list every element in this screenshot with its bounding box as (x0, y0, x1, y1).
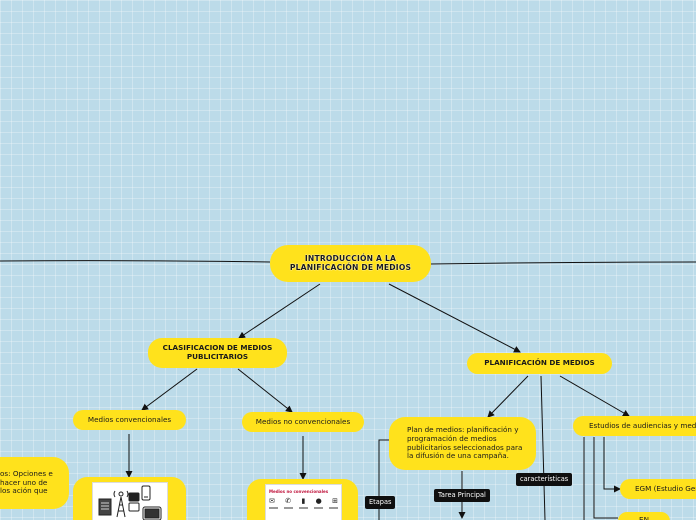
link-planificacion-plan (487, 375, 529, 418)
estudios-node-label: Estudios de audiencias y medios (589, 420, 696, 430)
link-root-clasificacion (238, 283, 321, 339)
television-icon (142, 506, 162, 520)
opciones-node-label: os: Opciones e hacer uno de los ación qu… (0, 469, 53, 496)
link-root-left (0, 260, 271, 263)
mobile-phone-icon (141, 485, 151, 501)
mail-icon: ✉ (269, 497, 275, 505)
no-convencionales-image: Medios no convencionales ✉ ✆ ▮ ● ⊞ (265, 484, 342, 520)
etapas-label: Etapas (365, 496, 396, 509)
clasificacion-node[interactable]: CLASIFICACION DE MEDIOS PUBLICITARIOS (148, 338, 287, 368)
link-clasificacion-convencionales (141, 368, 198, 411)
radio-tower-icon (113, 490, 129, 518)
link-root-right (430, 261, 696, 265)
cart-icon: ⊞ (332, 497, 338, 505)
egm-node[interactable]: EGM (Estudio General (620, 479, 696, 499)
clasificacion-node-label: CLASIFICACION DE MEDIOS PUBLICITARIOS (162, 343, 273, 361)
no-convencionales-image-title: Medios no convencionales (269, 489, 329, 494)
convencionales-illustration (98, 485, 162, 520)
estudios-node[interactable]: Estudios de audiencias y medios (573, 416, 696, 436)
planificacion-node-label: PLANIFICACIÓN DE MEDIOS (484, 358, 595, 368)
convencionales-node[interactable]: Medios convencionales (73, 410, 186, 430)
link-plan-etapas (378, 439, 389, 520)
opciones-node[interactable]: os: Opciones e hacer uno de los ación qu… (0, 457, 69, 509)
plan-de-medios-node-label: Plan de medios: planificación y programa… (407, 425, 523, 461)
no-convencionales-thumbnail[interactable]: Medios no convencionales ✉ ✆ ▮ ● ⊞ (247, 479, 358, 520)
root-node[interactable]: INTRODUCCIÓN A LA PLANIFICACIÓN DE MEDIO… (270, 245, 431, 282)
link-clasificacion-no-convencionales (237, 368, 293, 413)
link-root-planificacion (388, 283, 521, 353)
partial-bottom-node[interactable]: EN (618, 512, 670, 520)
no-convencionales-captions (269, 507, 338, 509)
link-estudios-egm (603, 437, 621, 493)
caracteristicas-label: características (516, 473, 573, 486)
no-convencionales-icon-row: ✉ ✆ ▮ ● ⊞ (269, 497, 338, 505)
convencionales-thumbnail[interactable] (73, 477, 186, 520)
no-convencionales-node[interactable]: Medios no convencionales (242, 412, 364, 432)
person-icon: ● (315, 497, 322, 505)
convencionales-node-label: Medios convencionales (87, 414, 172, 424)
egm-node-label: EGM (Estudio General (635, 483, 696, 493)
convencionales-image (92, 482, 168, 520)
root-node-label: INTRODUCCIÓN A LA PLANIFICACIÓN DE MEDIO… (289, 253, 412, 272)
phone-icon: ✆ (285, 497, 292, 505)
newspaper-icon (98, 498, 112, 516)
book-icon: ▮ (301, 497, 306, 505)
link-planificacion-estudios (559, 375, 630, 417)
no-convencionales-node-label: Medios no convencionales (255, 416, 351, 426)
partial-bottom-node-label: EN (639, 515, 649, 520)
tarea-principal-label: Tarea Principal (434, 489, 490, 502)
link-planificacion-caracteristicas (540, 375, 546, 520)
planificacion-node[interactable]: PLANIFICACIÓN DE MEDIOS (467, 353, 612, 374)
link-estudios-down-a (593, 437, 618, 519)
plan-de-medios-node[interactable]: Plan de medios: planificación y programa… (389, 417, 536, 470)
